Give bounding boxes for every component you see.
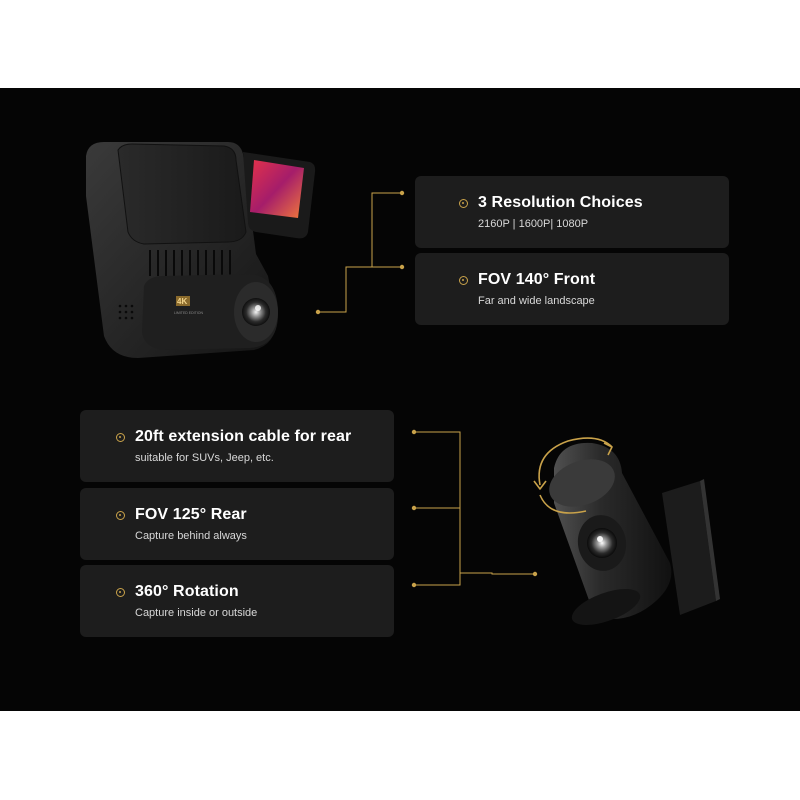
feature-title: FOV 140° Front <box>478 271 596 288</box>
circle-marker-icon <box>459 198 468 208</box>
feature-subtitle: Capture inside or outside <box>135 607 258 619</box>
feature-subtitle: Far and wide landscape <box>478 295 595 307</box>
feature-card-rear-fov: FOV 125° Rear Capture behind always <box>80 488 394 560</box>
feature-card-rotation: 360° Rotation Capture inside or outside <box>80 565 394 637</box>
rotation-arrows-icon <box>533 437 613 514</box>
feature-title: 360° Rotation <box>135 583 239 600</box>
front-dashcam-image: 4K LIMITED EDITION <box>86 142 316 358</box>
feature-subtitle: 2160P | 1600P| 1080P <box>478 218 589 230</box>
feature-card-extension-cable: 20ft extension cable for rear suitable f… <box>80 410 394 482</box>
feature-subtitle: suitable for SUVs, Jeep, etc. <box>135 452 274 464</box>
feature-panel: 4K LIMITED EDITION <box>0 88 800 711</box>
feature-card-resolution: 3 Resolution Choices 2160P | 1600P| 1080… <box>415 176 729 248</box>
connector-lines <box>315 190 538 588</box>
feature-title: FOV 125° Rear <box>135 506 247 523</box>
rear-camera-image <box>533 437 720 626</box>
circle-marker-icon <box>116 510 125 520</box>
circle-marker-icon <box>459 275 468 285</box>
circle-marker-icon <box>116 587 125 597</box>
feature-title: 3 Resolution Choices <box>478 194 643 211</box>
front-connector-line <box>318 192 402 313</box>
4k-badge: 4K <box>177 297 187 306</box>
feature-title: 20ft extension cable for rear <box>135 428 352 445</box>
circle-marker-icon <box>116 432 125 442</box>
limited-edition-label: LIMITED EDITION <box>174 311 203 315</box>
feature-subtitle: Capture behind always <box>135 530 247 542</box>
feature-card-front-fov: FOV 140° Front Far and wide landscape <box>415 253 729 325</box>
